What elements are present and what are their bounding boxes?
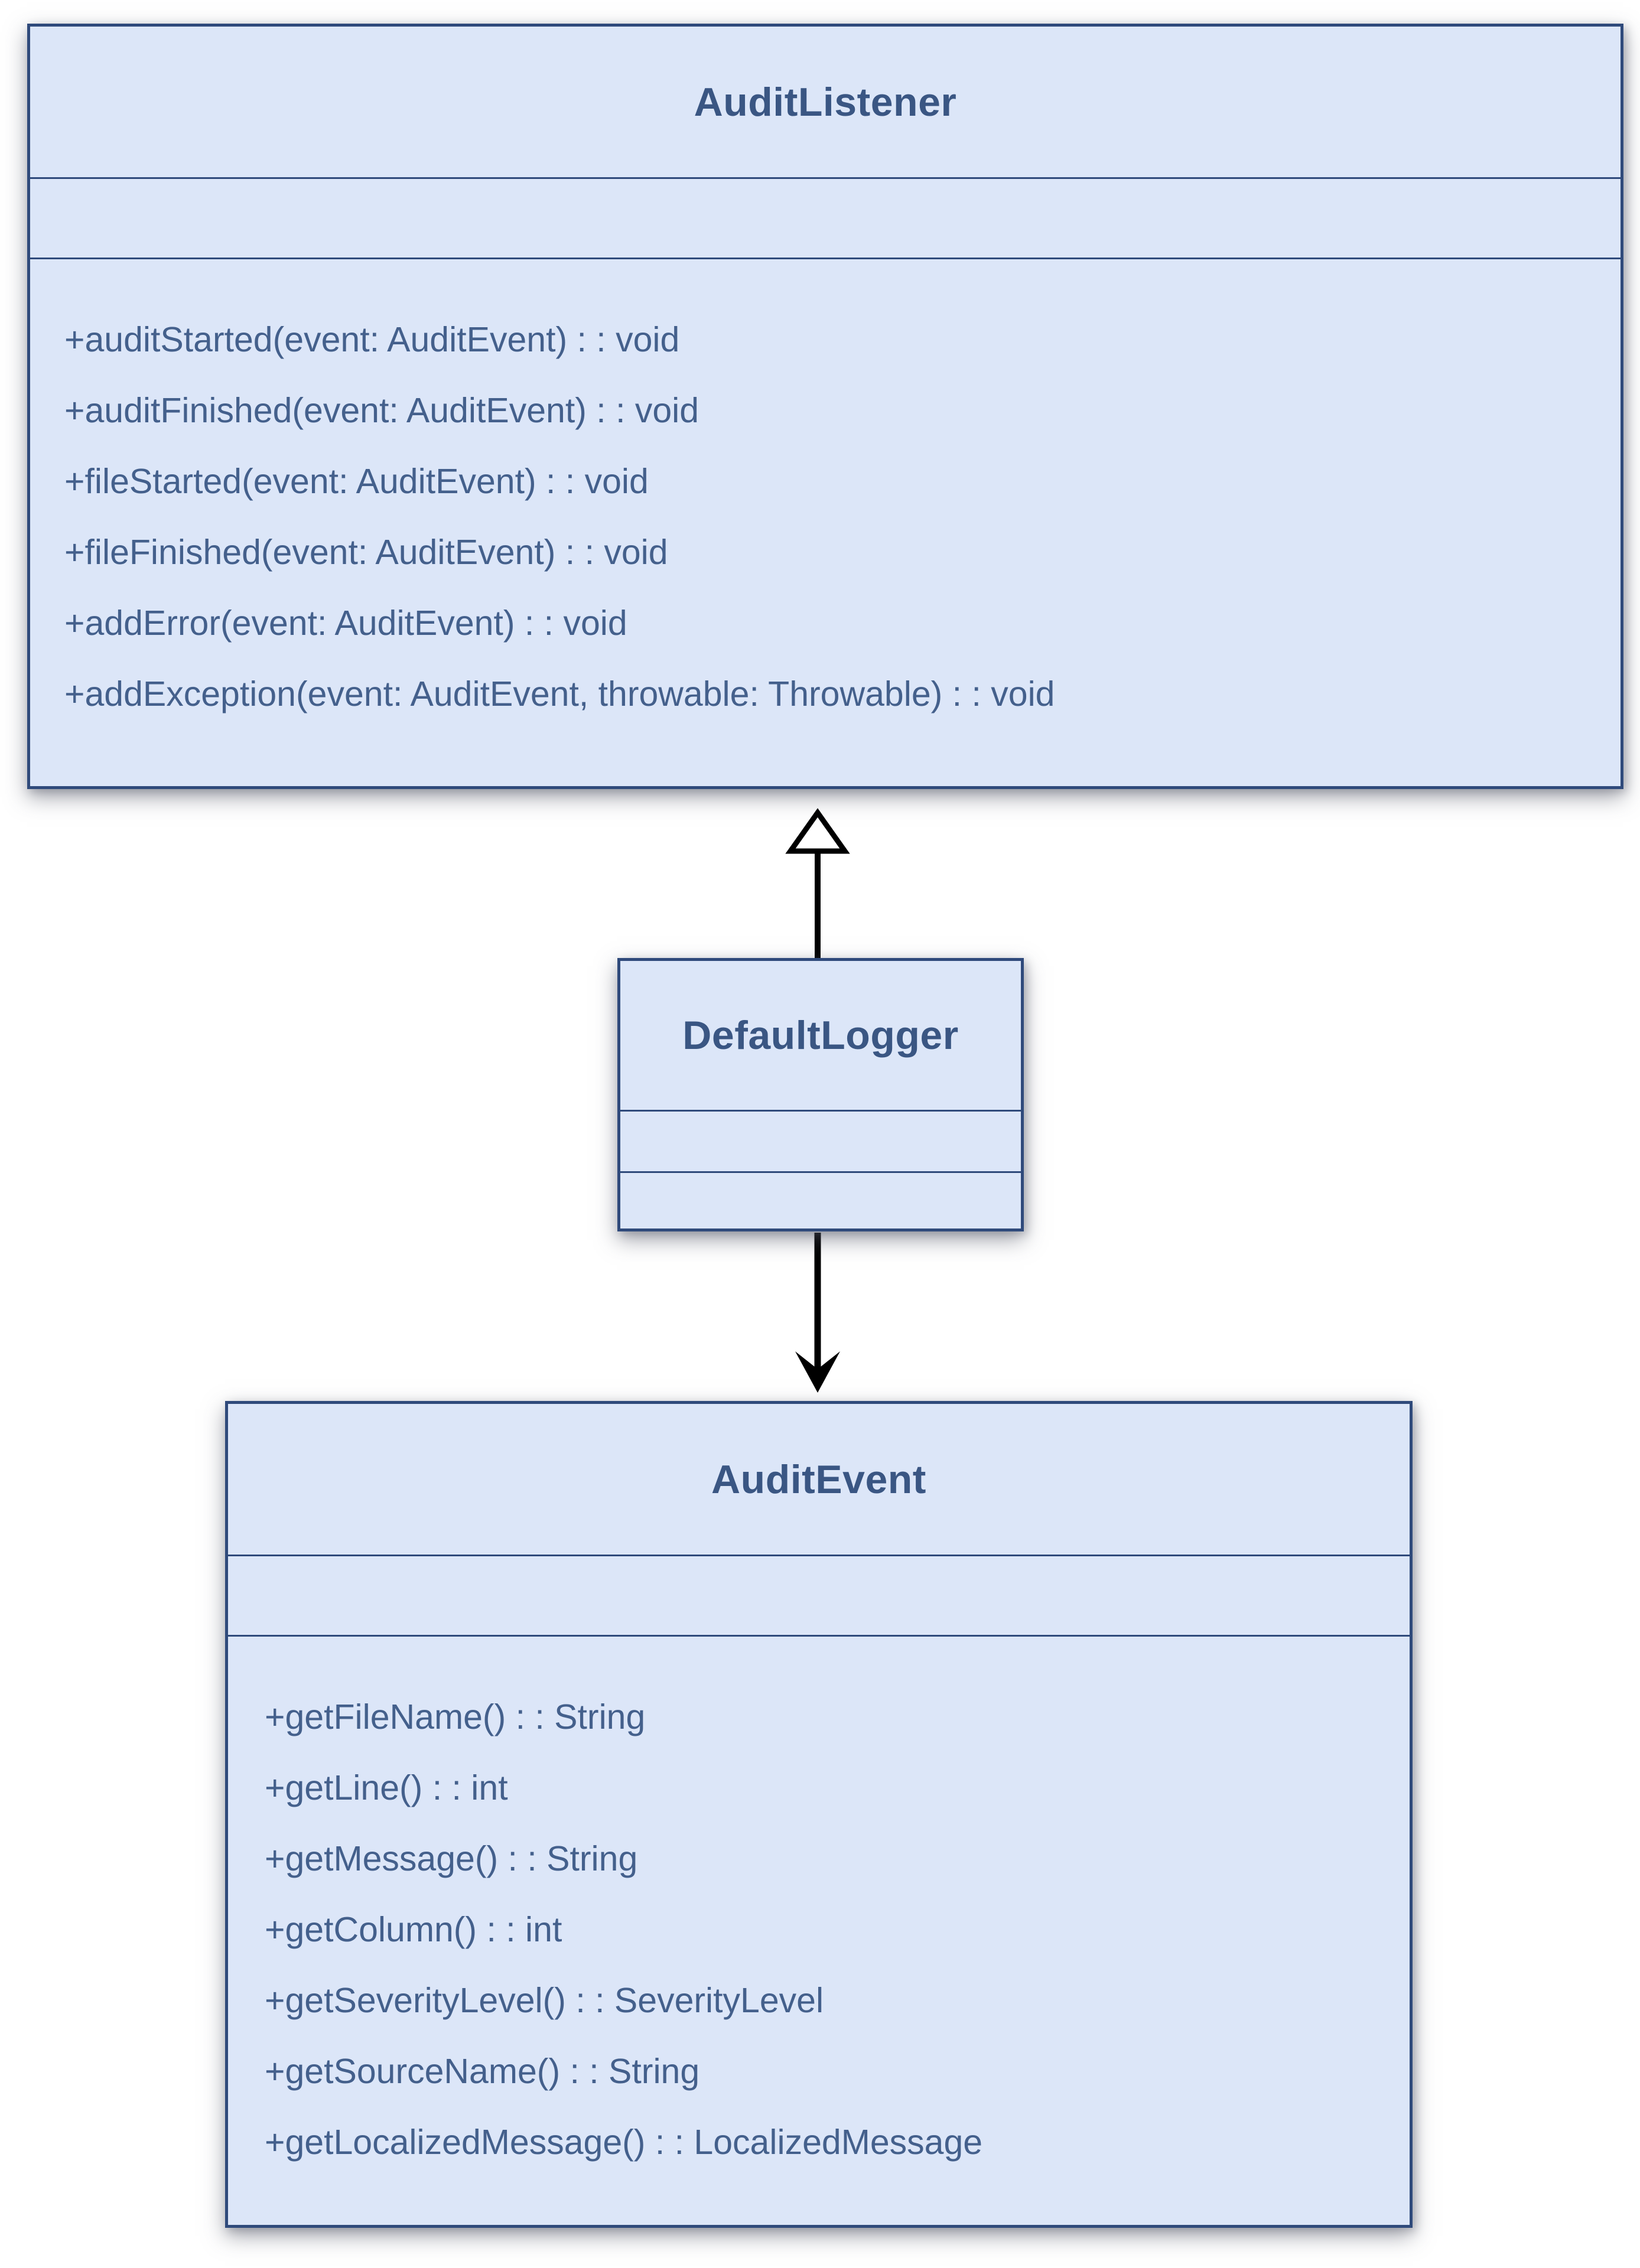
- method-signature: +getLocalizedMessage() : : LocalizedMess…: [265, 2123, 983, 2162]
- method-signature: +fileStarted(event: AuditEvent) : : void: [64, 462, 649, 501]
- methods-compartment: [620, 1173, 1021, 1228]
- method-signature: +fileFinished(event: AuditEvent) : : voi…: [64, 533, 668, 572]
- method-signature: +addException(event: AuditEvent, throwab…: [64, 674, 1055, 713]
- class-box-defaultlogger: DefaultLogger: [617, 958, 1024, 1231]
- attributes-compartment: [620, 1110, 1021, 1173]
- method-signature: +addError(event: AuditEvent) : : void: [64, 604, 627, 643]
- class-box-auditevent: AuditEvent +getFileName() : : String+get…: [225, 1401, 1413, 2228]
- class-box-auditlistener: AuditListener +auditStarted(event: Audit…: [27, 24, 1623, 789]
- method-signature: +getFileName() : : String: [265, 1697, 646, 1736]
- methods-compartment: +auditStarted(event: AuditEvent) : : voi…: [30, 259, 1621, 786]
- class-title: AuditListener: [694, 79, 957, 125]
- open-arrowhead-icon: [795, 1351, 840, 1393]
- hollow-triangle-arrowhead-icon: [785, 808, 850, 854]
- method-signature: +getLine() : : int: [265, 1768, 508, 1807]
- attributes-compartment: [228, 1555, 1410, 1637]
- methods-compartment: +getFileName() : : String +getLine() : : …: [228, 1637, 1410, 2225]
- method-signature: +getMessage() : : String: [265, 1839, 638, 1878]
- method-signature: +getSourceName() : : String: [265, 2052, 700, 2091]
- class-title: AuditEvent: [711, 1456, 926, 1502]
- method-signature: +getSeverityLevel() : : SeverityLevel: [265, 1981, 824, 2020]
- method-signature: +auditStarted(event: AuditEvent) : : voi…: [64, 320, 680, 359]
- attributes-compartment: [30, 177, 1621, 259]
- class-title: DefaultLogger: [682, 1013, 959, 1058]
- method-signature: +getColumn() : : int: [265, 1910, 562, 1949]
- method-signature: +auditFinished(event: AuditEvent) : : vo…: [64, 391, 699, 430]
